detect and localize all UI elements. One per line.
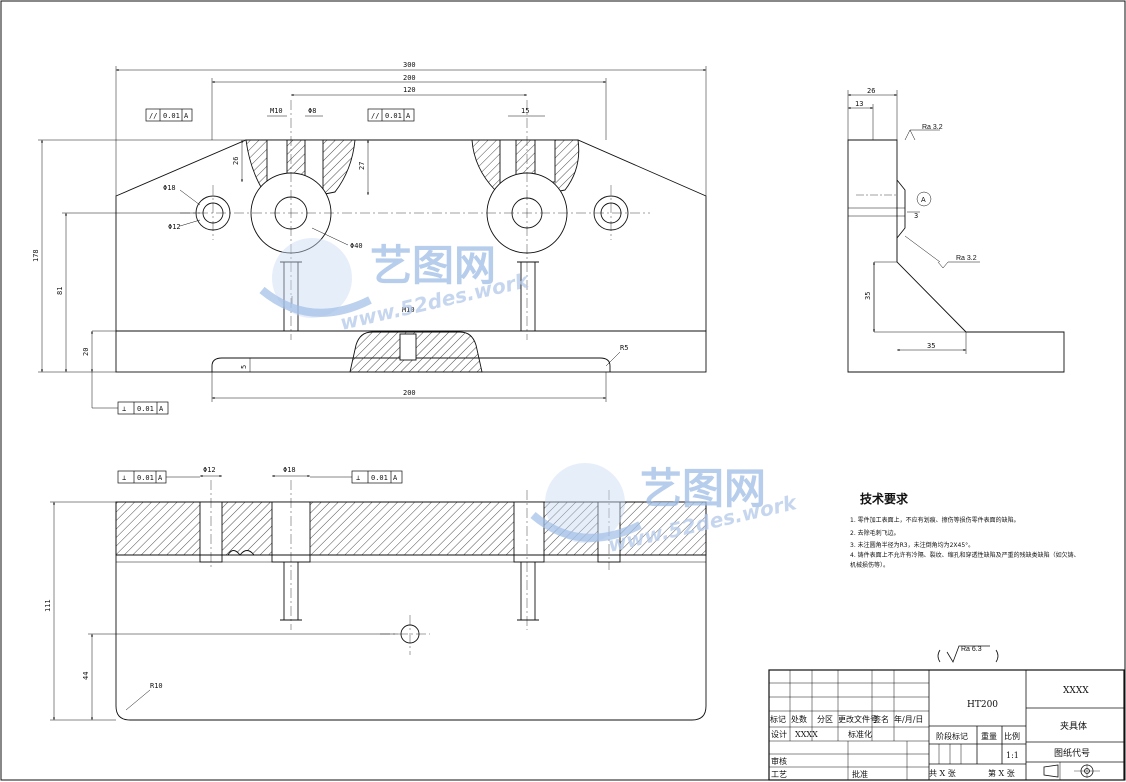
dim-m10: M10 [270,107,283,115]
tb-review: 审核 [771,756,787,766]
tb-designer: XXXX [795,730,818,739]
tb-h-date: 年/月/日 [894,714,923,724]
dim-phi40: Φ40 [350,242,363,250]
tb-standard: 标准化 [848,729,872,739]
dim-m10-bottom: M10 [402,306,415,314]
top-view [50,475,707,721]
side-dim-35-vert: 35 [864,292,872,300]
tb-stage: 阶段标记 [936,731,968,741]
title-block [768,669,1125,781]
side-view [847,90,1065,373]
dim-300: 300 [403,61,416,69]
side-dim-3: 3 [914,212,918,220]
tol-frame-parallel-1: // 0.01 A [145,108,193,122]
tb-design: 设计 [771,729,787,739]
tb-scale-value: 1:1 [1006,751,1019,760]
tol-frame-perp-bottom: ⊥ 0.01 A [117,401,169,415]
dim-phi8: Φ8 [308,107,316,115]
top-dim-44: 44 [82,672,90,680]
side-roughness-2: Ra 3.2 [956,255,977,262]
top-dim-r10: R10 [150,682,163,690]
front-view [38,66,707,409]
side-dim-13: 13 [855,100,863,108]
svg-text:A: A [393,474,398,482]
tol-frame-perp-2: ⊥ 0.01 A [351,470,403,484]
dim-178: 178 [32,249,40,262]
tol-frame-parallel-2: // 0.01 A [367,108,415,122]
tech-requirements-title: 技术要求 [860,491,909,506]
dim-81: 81 [56,287,64,295]
tb-scale: 比例 [1004,731,1020,741]
svg-text:A: A [158,474,163,482]
svg-text:⊥: ⊥ [356,474,360,482]
watermark-1: 艺图网 www.52des.work [259,238,532,335]
dim-26: 26 [232,157,240,165]
tech-req-item-3: 3. 未注圆角半径为R3，未注倒角均为2X45°。 [850,541,974,549]
tb-h-sign: 签名 [873,714,889,724]
svg-text:0.01: 0.01 [137,474,154,482]
tb-approve: 批准 [852,769,868,779]
tb-material: HT200 [967,700,998,710]
watermark-cn-1: 艺图网 [370,241,496,290]
tech-req-item-1: 1. 零件加工表面上，不应有划痕、擦伤等损伤零件表面的缺陷。 [850,516,1020,524]
tech-req-item-5: 机械损伤等）。 [850,561,889,569]
svg-text:A: A [184,112,189,120]
tb-weight: 重量 [981,731,997,741]
tb-code: XXXX [1063,686,1089,696]
general-roughness-value: Ra 6.3 [961,646,982,653]
tech-requirements: 技术要求 1. 零件加工表面上，不应有划痕、擦伤等损伤零件表面的缺陷。 2. 去… [850,491,1080,569]
tb-h-zone: 分区 [817,715,833,724]
tb-sheet-no: 第 X 张 [988,768,1015,778]
svg-text:0.01: 0.01 [137,405,154,413]
tech-req-item-2: 2. 去除毛刺飞边。 [850,529,900,537]
side-dim-26: 26 [867,87,875,95]
dim-phi18: Φ18 [163,184,176,192]
tb-part-name: 夹具体 [1060,720,1087,732]
top-dim-hole2: Φ18 [283,466,296,474]
dim-20: 20 [82,348,90,356]
dim-5: 5 [240,365,248,369]
tb-process: 工艺 [771,770,787,779]
dim-15: 15 [521,107,529,115]
dim-120: 120 [403,86,416,94]
tb-h-doc: 更改文件号 [838,714,878,724]
dim-27: 27 [358,162,366,170]
svg-text://: // [371,112,379,120]
watermark-cn-2: 艺图网 [640,464,766,513]
general-roughness [937,645,999,663]
svg-text:0.01: 0.01 [385,112,402,120]
side-datum-a: A [921,197,926,204]
dim-phi12: Φ12 [168,223,181,231]
top-dim-111: 111 [44,599,52,612]
dim-200: 200 [403,74,416,82]
tb-total-sheets: 共 X 张 [929,769,956,778]
svg-text:⊥: ⊥ [122,405,126,413]
tol-frame-perp-1: ⊥ 0.01 A [117,470,167,484]
svg-text://: // [149,112,157,120]
side-roughness-1: Ra 3.2 [922,124,943,131]
dim-200-bottom: 200 [403,389,416,397]
tb-h-mark: 标记 [770,714,786,724]
tb-drawing-no: 图纸代号 [1054,747,1090,759]
tech-req-item-4: 4. 铸件表面上不允许有冷隔、裂纹、缩孔和穿透性缺陷及严重的残缺类缺陷（如欠铸、 [850,551,1080,559]
side-dim-35-horiz: 35 [927,342,935,350]
svg-text:A: A [159,405,164,413]
svg-text:0.01: 0.01 [163,112,180,120]
dim-r5: R5 [620,344,628,352]
top-dim-hole1: Φ12 [203,466,216,474]
svg-text:0.01: 0.01 [371,474,388,482]
tb-h-count: 处数 [791,714,807,724]
svg-text:A: A [406,112,411,120]
svg-text:⊥: ⊥ [122,474,126,482]
